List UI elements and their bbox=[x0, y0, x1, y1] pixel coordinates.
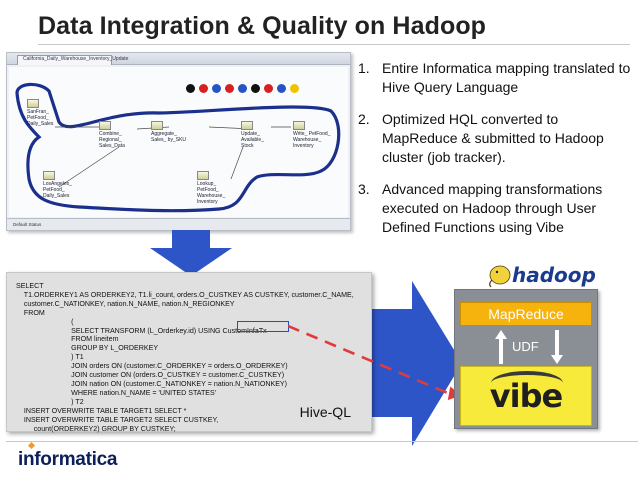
title-divider bbox=[38, 44, 630, 45]
mapping-canvas[interactable]: SanFran_ PetFood_ Daily_Sales LosAngeles… bbox=[9, 67, 348, 217]
dot-3 bbox=[212, 84, 221, 93]
node-write-inventory[interactable]: Write_ PetFood_ Warehouse_ Inventory bbox=[293, 121, 333, 149]
bullet-number: 1. bbox=[358, 60, 370, 76]
node-label: Aggregate_ Sales_ by_SKU bbox=[151, 131, 187, 143]
dot-2 bbox=[199, 84, 208, 93]
node-lookup-inventory[interactable]: Lookup_ PetFood_ Warehouse_ Inventory bbox=[197, 171, 237, 205]
node-aggregate-sales[interactable]: Aggregate_ Sales_ by_SKU bbox=[151, 121, 187, 143]
node-label: Update_ Available_ Stock bbox=[241, 131, 264, 149]
transform-icon bbox=[151, 121, 163, 130]
up-arrow-icon bbox=[495, 330, 507, 364]
node-label: Write_ PetFood_ Warehouse_ Inventory bbox=[293, 131, 331, 149]
bullet-list: 1. Entire Informatica mapping translated … bbox=[358, 59, 636, 250]
dot-1 bbox=[186, 84, 195, 93]
custom-tx-highlight bbox=[237, 321, 289, 332]
hadoop-logo: hadoop bbox=[489, 263, 596, 288]
bullet-number: 2. bbox=[358, 111, 370, 127]
node-sanfran-sales[interactable]: SanFran_ PetFood_ Daily_Sales bbox=[27, 99, 67, 127]
dot-6 bbox=[251, 84, 260, 93]
hiveql-label: Hive-QL bbox=[299, 404, 351, 420]
hadoop-panel: MapReduce UDF vibe bbox=[454, 289, 598, 429]
hiveql-code-panel: SELECT T1.ORDERKEY1 AS ORDERKEY2, T1.li_… bbox=[6, 272, 372, 433]
bullet-text: Optimized HQL converted to MapReduce & s… bbox=[382, 111, 604, 165]
bullet-2: 2. Optimized HQL converted to MapReduce &… bbox=[358, 110, 636, 167]
right-arrow bbox=[372, 281, 462, 446]
vibe-logo: vibe bbox=[489, 377, 563, 415]
informatica-logo: informatica bbox=[18, 441, 118, 471]
bullet-3: 3. Advanced mapping transformations execu… bbox=[358, 180, 636, 237]
informatica-logo-text: informatica bbox=[18, 449, 118, 470]
mapping-tab-bar: California_Daily_Warehouse_Inventory_Upd… bbox=[7, 53, 350, 65]
color-dots bbox=[186, 84, 299, 93]
dot-9 bbox=[290, 84, 299, 93]
dot-7 bbox=[264, 84, 273, 93]
udf-label: UDF bbox=[512, 339, 539, 354]
mapping-tab[interactable] bbox=[17, 55, 112, 65]
bullet-text: Advanced mapping transformations execute… bbox=[382, 181, 603, 235]
dashed-connector bbox=[288, 324, 461, 401]
transform-icon bbox=[241, 121, 253, 130]
mapping-screenshot: California_Daily_Warehouse_Inventory_Upd… bbox=[6, 52, 351, 231]
node-losangeles-sales[interactable]: LosAngeles_ PetFood_ Daily_Sales bbox=[43, 171, 89, 199]
bullet-1: 1. Entire Informatica mapping translated … bbox=[358, 59, 636, 97]
dot-8 bbox=[277, 84, 286, 93]
node-label: SanFran_ PetFood_ Daily_Sales bbox=[27, 109, 54, 127]
footer-divider bbox=[6, 441, 638, 442]
source-icon bbox=[27, 99, 39, 108]
node-label: LosAngeles_ PetFood_ Daily_Sales bbox=[43, 181, 72, 199]
node-label: Lookup_ PetFood_ Warehouse_ Inventory bbox=[197, 181, 226, 205]
mapping-tab-label: California_Daily_Warehouse_Inventory_Upd… bbox=[23, 56, 129, 62]
down-arrow-icon bbox=[551, 330, 563, 364]
node-update-stock[interactable]: Update_ Available_ Stock bbox=[241, 121, 277, 149]
dot-4 bbox=[225, 84, 234, 93]
dot-5 bbox=[238, 84, 247, 93]
node-combine-sales[interactable]: Combine_ Regional_ Sales_Data bbox=[99, 121, 139, 149]
transform-icon bbox=[99, 121, 111, 130]
target-icon bbox=[293, 121, 305, 130]
hiveql-code: SELECT T1.ORDERKEY1 AS ORDERKEY2, T1.li_… bbox=[16, 282, 354, 433]
vibe-box: vibe bbox=[460, 366, 592, 426]
down-arrow bbox=[150, 230, 232, 276]
bullet-text: Entire Informatica mapping translated to… bbox=[382, 60, 631, 95]
lookup-icon bbox=[197, 171, 209, 180]
source-icon bbox=[43, 171, 55, 180]
status-text: Default Status bbox=[13, 222, 42, 227]
bullet-number: 3. bbox=[358, 181, 370, 197]
slide-title: Data Integration & Quality on Hadoop bbox=[38, 12, 487, 40]
hadoop-logo-text: hadoop bbox=[512, 263, 596, 287]
logo-mark bbox=[27, 441, 36, 450]
vibe-arc bbox=[491, 371, 563, 395]
mapreduce-box: MapReduce bbox=[460, 302, 592, 326]
node-label: Combine_ Regional_ Sales_Data bbox=[99, 131, 125, 149]
status-bar: Default Status bbox=[7, 218, 350, 230]
